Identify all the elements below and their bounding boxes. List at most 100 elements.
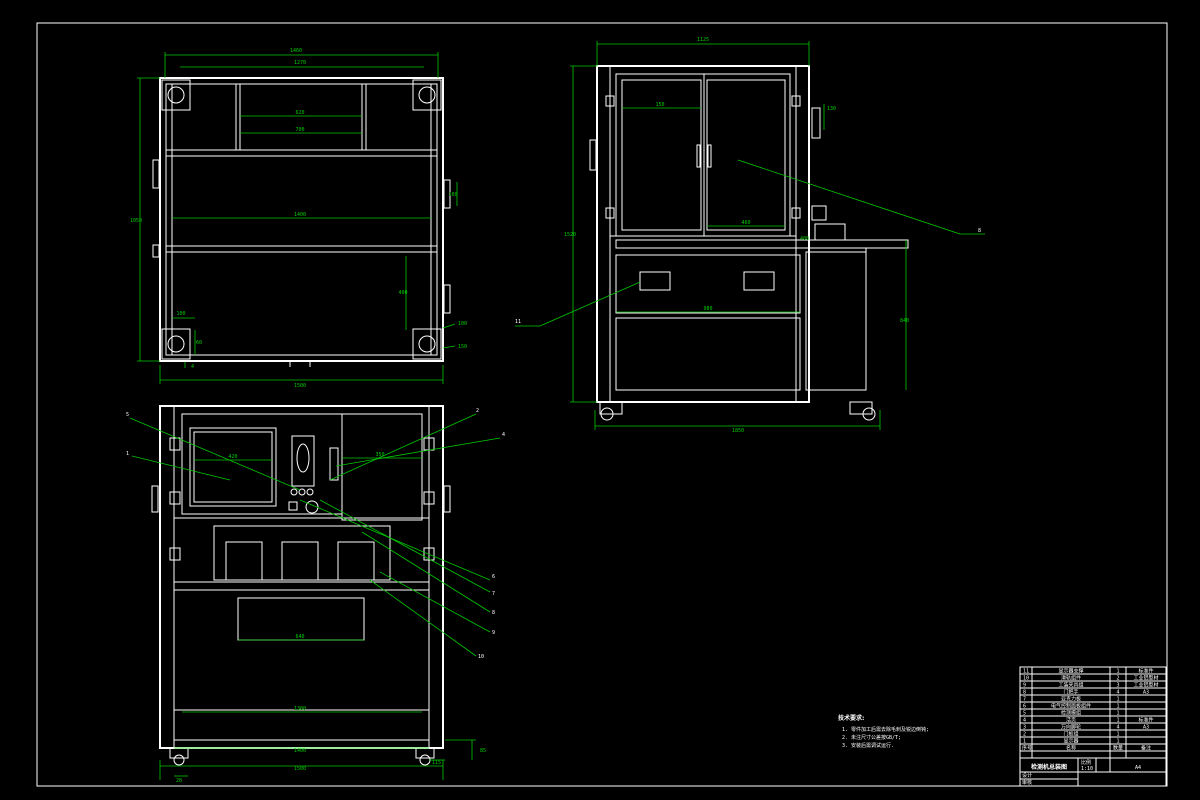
fixture-bay (213, 525, 391, 581)
title-block-scale-value: 1:10 (1081, 766, 1093, 772)
front-dim-screen-width: 420 (228, 454, 237, 460)
title-block-row-no: 11 (1023, 668, 1029, 674)
title-block-row-qty: 1 (1116, 738, 1119, 744)
title-block-row-no: 3 (1023, 724, 1026, 730)
top-dim-window-outer: 620 (295, 110, 304, 116)
title-block-row-qty: 1 (1116, 703, 1119, 709)
side-dim-overall-height: 1520 (564, 232, 576, 238)
title-block-row-name: 工装夹具组 (1058, 681, 1083, 688)
caster-top-right (412, 79, 442, 111)
top-dim-tag-2: 150 (458, 344, 467, 350)
title-block-row-name: 显示器 (1063, 738, 1078, 744)
title-block-row-name: 滑轨组件 (1061, 674, 1081, 681)
side-view: 1125 150 130 460 400 1520 980 840 1850 8… (515, 37, 985, 434)
title-block-scale-label: 比例 (1081, 759, 1091, 766)
title-block-row-name: 门板组 (1063, 730, 1078, 737)
caster-bottom-left (161, 328, 191, 360)
caster-top-left (161, 79, 191, 111)
front-dim-shelf-width: 1300 (294, 706, 306, 712)
drawer-handle-right (743, 271, 775, 291)
title-block-row-qty: 3 (1116, 682, 1119, 688)
front-callout-2: 2 (476, 408, 479, 414)
title-block-row-no: 7 (1023, 696, 1026, 702)
fixture-3 (337, 541, 375, 581)
front-dim-base-width: 1400 (294, 748, 306, 754)
side-dim-lower-height: 840 (900, 318, 909, 324)
title-block-header-note: 备注 (1141, 744, 1151, 751)
fixture-1 (225, 541, 263, 581)
front-callout-9: 9 (492, 630, 495, 636)
upper-door-frame (615, 73, 791, 237)
side-callout-right: 8 (978, 228, 981, 234)
title-block-row-no: 1 (1023, 738, 1026, 744)
title-block-row-name: 万向脚轮 (1061, 723, 1081, 730)
front-callout-6: 6 (492, 574, 495, 580)
top-view-frame (159, 77, 444, 362)
title-block-row-name: 活页 (1066, 716, 1076, 723)
top-dim-bottom-overall: 1500 (294, 383, 306, 389)
front-caster-left (169, 747, 189, 759)
front-callout-5: 5 (126, 412, 129, 418)
title-block-header-no: 序号 (1022, 744, 1032, 751)
side-callout-left: 11 (515, 319, 521, 325)
title-block-row-no: 4 (1023, 717, 1026, 723)
front-callout-7: 7 (492, 591, 495, 597)
title-block-header-name: 名称 (1066, 744, 1076, 751)
title-block-row-qty: 4 (1116, 689, 1119, 695)
title-block-row-qty: 1 (1116, 710, 1119, 716)
button-panel (291, 435, 315, 487)
tech-requirements: 技术要求: 1. 零件加工后需去除毛刺及锐边倒钝; 2. 未注尺寸公差按GB/T… (838, 714, 929, 749)
upper-door-right (706, 79, 786, 231)
top-view: 1460 1270 620 700 1400 1050 100 400 100 … (130, 48, 467, 389)
side-caster-left (599, 401, 623, 415)
title-block-header-qty: 数量 (1113, 744, 1123, 751)
title-block-row-name: 门把手 (1063, 688, 1078, 695)
front-dim-right-small: 115 (432, 760, 441, 766)
title-block-sheet-size: A4 (1135, 765, 1141, 771)
side-door (341, 413, 423, 521)
side-dim-overall-width: 1125 (697, 37, 709, 43)
tech-req-line-2: 2. 未注尺寸公差按GB/T; (842, 734, 901, 741)
tech-req-line-3: 3. 安装后需调试运行. (842, 742, 894, 749)
title-block-row-qty: 1 (1116, 717, 1119, 723)
top-dim-inner-width: 1270 (294, 60, 306, 66)
front-dim-foot-height: 85 (480, 748, 486, 754)
side-dim-bottom-overall: 1850 (732, 428, 744, 434)
front-dim-overall-width: 1500 (294, 766, 306, 772)
lower-panel (615, 317, 801, 391)
title-block-row-qty: 2 (1116, 675, 1119, 681)
outer-border (36, 22, 1168, 787)
title-block-row-no: 6 (1023, 703, 1026, 709)
title-block-row-note: 标准件 (1138, 716, 1153, 723)
title-block-row-no: 8 (1023, 689, 1026, 695)
front-view-frame (159, 405, 444, 749)
top-dim-overall-width: 1460 (290, 48, 302, 54)
title-block-row-no: 5 (1023, 710, 1026, 716)
title-block-row-no: 10 (1023, 675, 1029, 681)
top-dim-bottom-small: 4 (191, 364, 194, 370)
drawer-handle-left (639, 271, 671, 291)
title-block-row-note: A3 (1143, 724, 1149, 730)
tech-req-title: 技术要求: (838, 714, 864, 722)
front-caster-right (415, 747, 435, 759)
title-block-checked: 审核 (1022, 779, 1032, 786)
counter-top (615, 239, 909, 249)
top-dim-window-inner: 700 (295, 127, 304, 133)
upper-door-left (621, 79, 702, 231)
title-block-row-qty: 1 (1116, 696, 1119, 702)
side-extension (805, 251, 867, 391)
front-view: 420 350 640 1300 1400 1500 20 115 85 5 1… (126, 405, 505, 784)
side-view-frame (596, 65, 810, 403)
front-dim-left-small: 20 (176, 778, 182, 784)
side-dim-drawer-width: 980 (703, 306, 712, 312)
front-dim-panel-width: 350 (375, 452, 384, 458)
top-dim-caster-y: 60 (196, 340, 202, 346)
title-block-designed: 设计 (1022, 772, 1032, 779)
title-block-row-no: 2 (1023, 731, 1026, 737)
front-callout-10: 10 (478, 654, 484, 660)
title-block-row-qty: 1 (1116, 731, 1119, 737)
top-dim-overall-depth: 1050 (130, 218, 142, 224)
